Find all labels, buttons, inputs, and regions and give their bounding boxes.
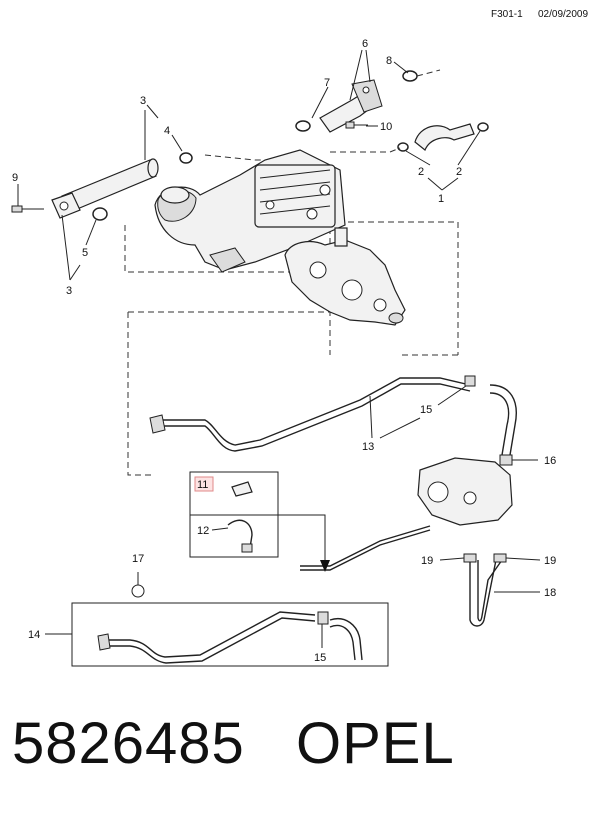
small-pipe <box>300 529 431 571</box>
callout-19-left: 19 <box>421 555 433 567</box>
callout-1: 1 <box>438 193 444 205</box>
leader-lines <box>17 49 541 648</box>
gasket-part-8 <box>402 70 418 82</box>
oil-cooler-housing <box>154 149 346 273</box>
callout-15-bottom: 15 <box>314 652 326 664</box>
callout-12: 12 <box>197 525 209 537</box>
callout-7: 7 <box>324 77 330 89</box>
callout-6: 6 <box>362 38 368 50</box>
part-number: 5826485 <box>12 711 245 776</box>
hose-part-14 <box>71 602 389 667</box>
gasket-part-7 <box>295 120 311 132</box>
callout-10: 10 <box>380 121 392 133</box>
gasket-part-4 <box>179 152 193 164</box>
callout-17: 17 <box>132 553 144 565</box>
clip-part-17 <box>131 572 145 598</box>
pipe-part-3 <box>51 158 159 219</box>
callout-4: 4 <box>164 125 170 137</box>
callout-13: 13 <box>362 441 374 453</box>
valve-assembly <box>417 454 513 526</box>
hose-part-1 <box>397 122 489 152</box>
diagram-date: 02/09/2009 <box>538 9 589 20</box>
hose-part-18 <box>463 553 507 627</box>
hose-part-13 <box>149 375 517 456</box>
callout-15-top: 15 <box>420 404 432 416</box>
gasket-part-2-left <box>397 142 409 152</box>
diagram-code: F301-1 <box>491 9 523 20</box>
inset-box-11-12 <box>189 471 330 572</box>
callout-5: 5 <box>82 247 88 259</box>
callout-3-bottom: 3 <box>66 285 72 297</box>
gasket-part-5 <box>92 207 108 221</box>
brand-name: OPEL <box>296 711 455 776</box>
callout-11: 11 <box>197 479 208 491</box>
callout-8: 8 <box>386 55 392 67</box>
pump-housing <box>284 227 406 326</box>
callout-19-right: 19 <box>544 555 556 567</box>
callout-16: 16 <box>544 455 556 467</box>
callout-18: 18 <box>544 587 556 599</box>
callout-labels: 6 8 7 10 3 4 9 5 3 2 2 1 15 13 16 11 12 … <box>12 38 556 664</box>
callout-2-left: 2 <box>418 166 424 178</box>
parts-diagram: 6 8 7 10 3 4 9 5 3 2 2 1 15 13 16 11 12 … <box>11 38 556 667</box>
gasket-part-2-right <box>477 122 489 132</box>
connector-part-6 <box>319 79 383 133</box>
callout-14: 14 <box>28 629 40 641</box>
callout-3-top: 3 <box>140 95 146 107</box>
callout-2-right: 2 <box>456 166 462 178</box>
bolt-part-9 <box>11 205 44 213</box>
bolt-part-10 <box>345 121 368 129</box>
callout-9: 9 <box>12 172 18 184</box>
